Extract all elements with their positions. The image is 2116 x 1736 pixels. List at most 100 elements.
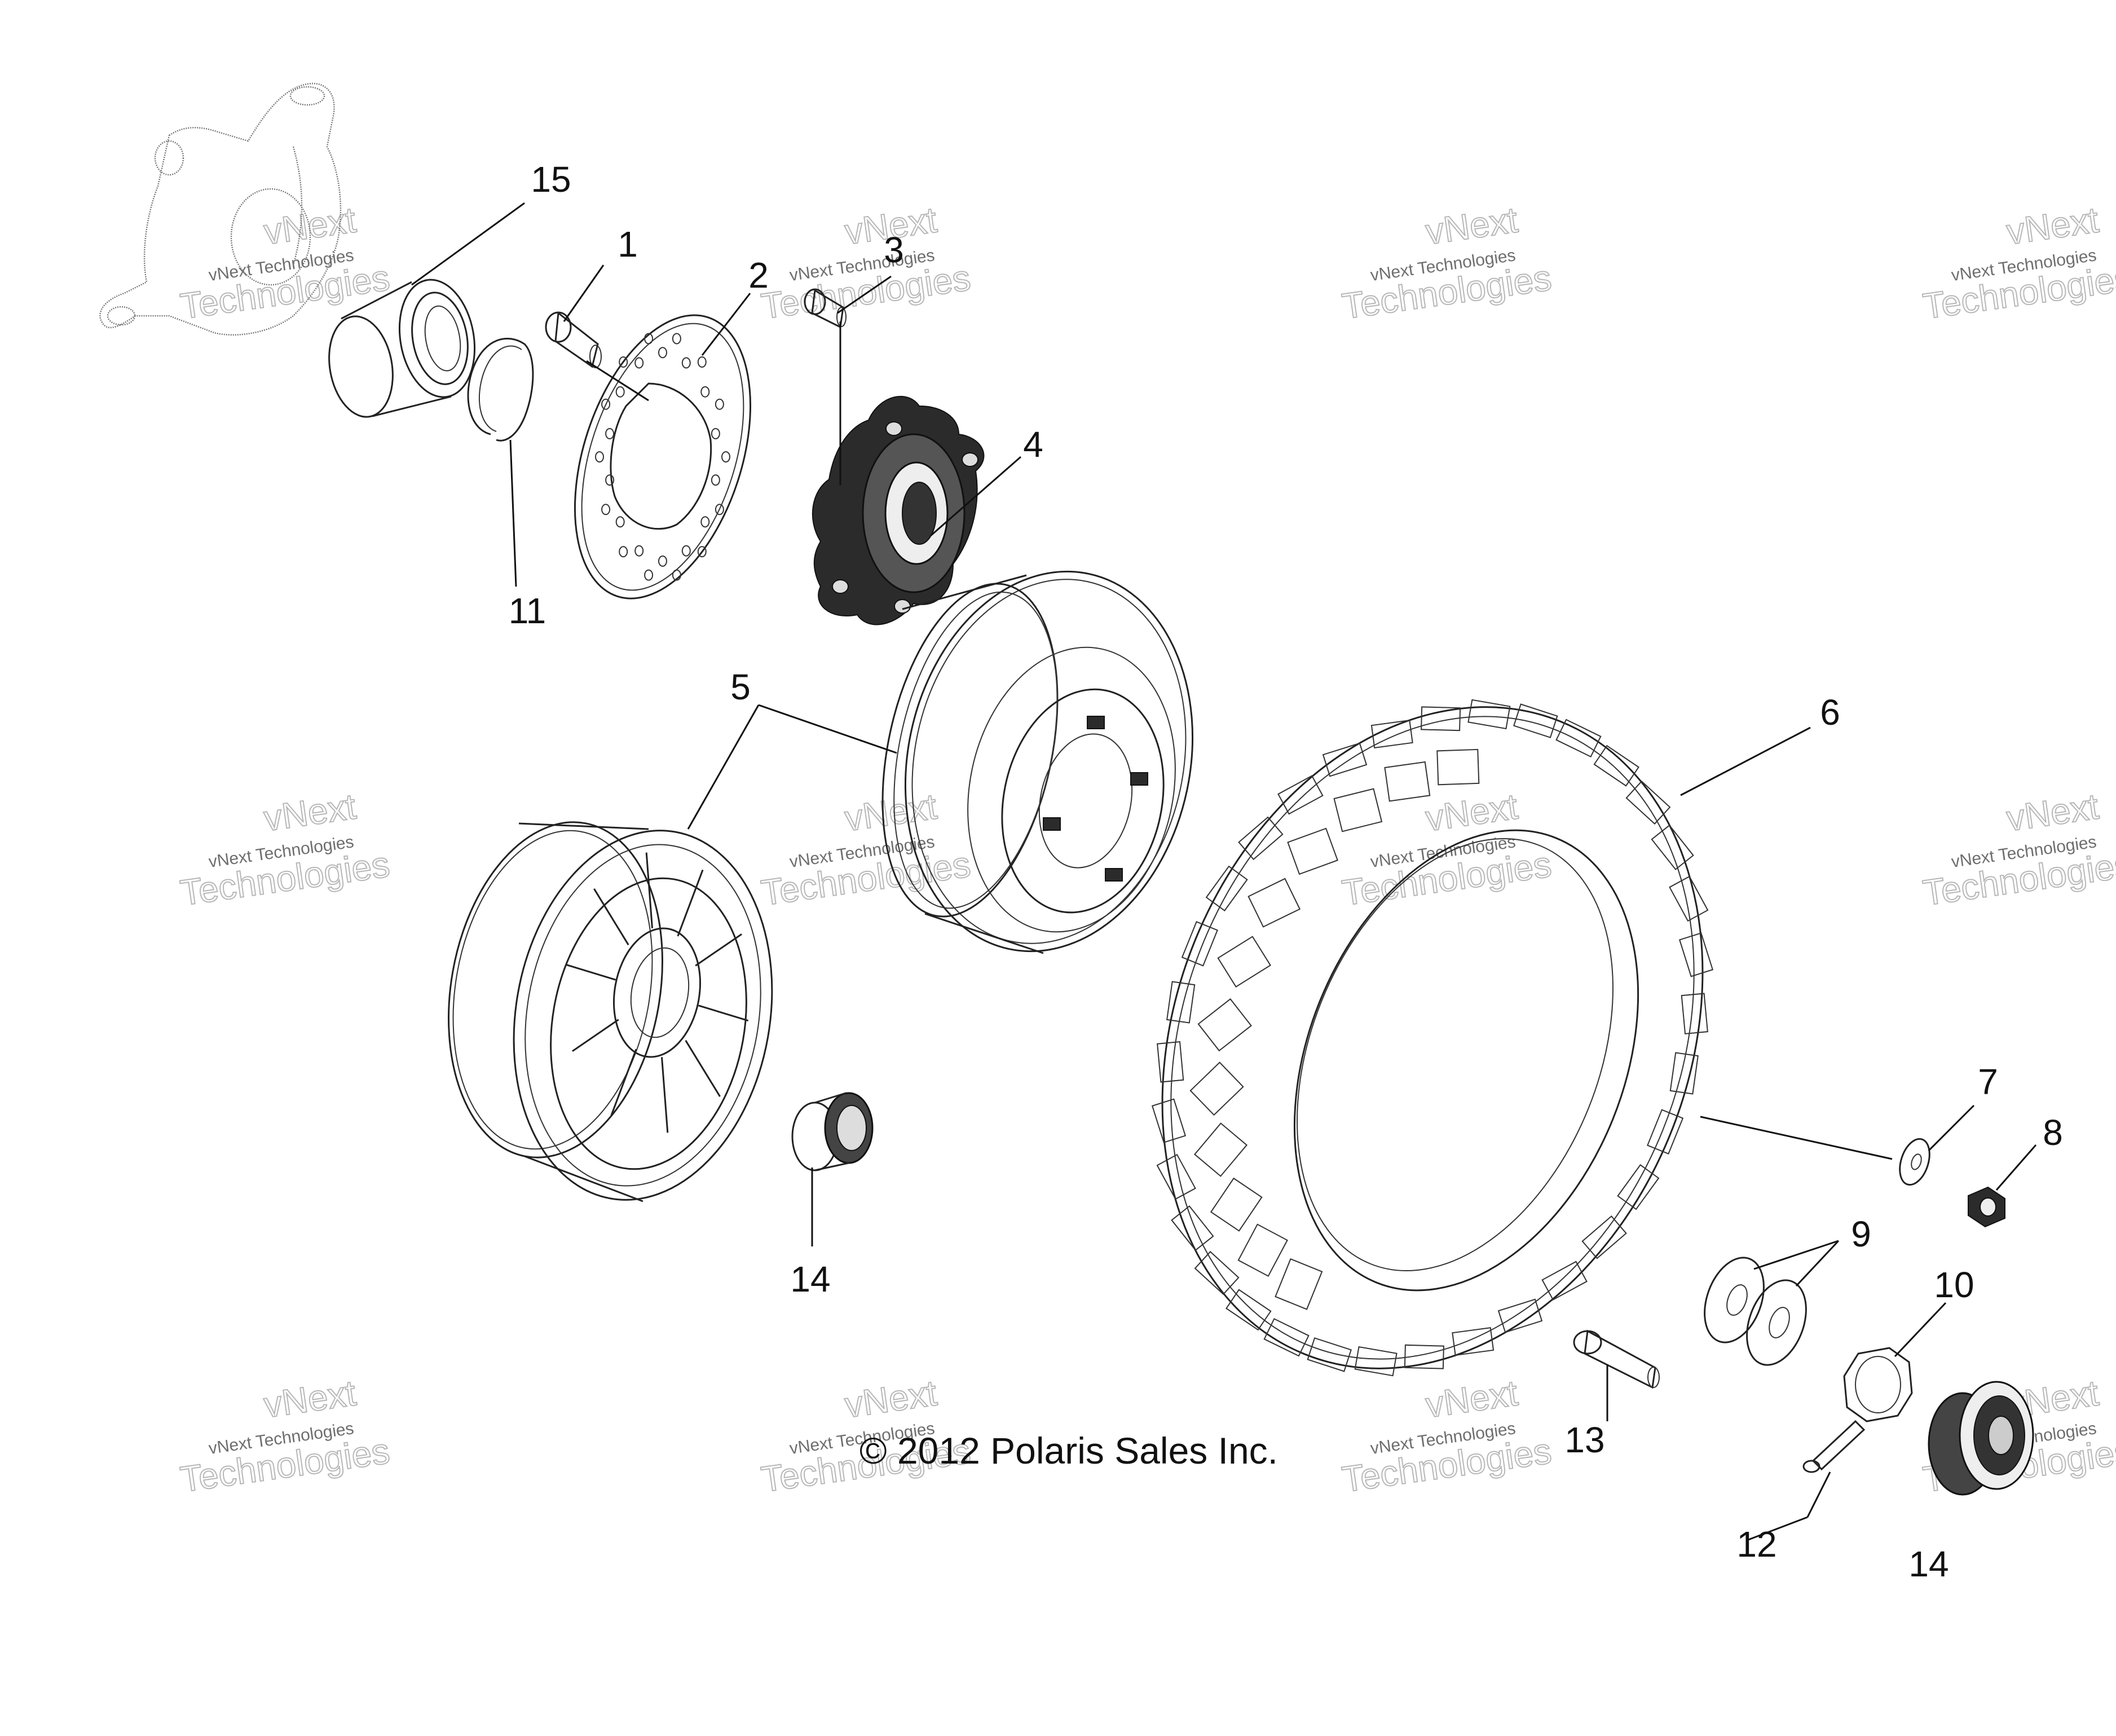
wheel-spoke [698, 1004, 749, 1022]
disc-hole [721, 451, 730, 462]
tread-block [1263, 1318, 1310, 1357]
disc-hole [697, 356, 707, 368]
wheel-spoke [610, 1048, 637, 1116]
tread-block [1194, 1250, 1240, 1296]
tread-block [1651, 824, 1694, 870]
disc-hole [681, 545, 691, 557]
disc-hole [605, 428, 615, 439]
watermark-line1: vNext [2004, 199, 2101, 252]
disc-hole [711, 474, 720, 486]
disc-hole [672, 569, 681, 581]
watermark-line1: vNext [842, 786, 939, 839]
tread-block [1681, 993, 1708, 1034]
disc-hole [615, 386, 625, 398]
castle-nut [1843, 1347, 1913, 1422]
tread-block [1593, 744, 1639, 787]
callout-6: 6 [1820, 692, 1840, 733]
disc-hole [711, 428, 720, 439]
callout-5: 5 [730, 667, 751, 707]
disc-hole [605, 474, 615, 486]
tread-block [1210, 1177, 1263, 1232]
callout-12: 12 [1736, 1524, 1776, 1565]
hub-cap [1928, 1381, 2034, 1496]
wheel-spoke [572, 1019, 619, 1052]
brake-disc [574, 314, 752, 600]
callout-14-hubcap: 14 [1908, 1544, 1949, 1584]
tread-block [1307, 1337, 1352, 1372]
wheel-stud [545, 311, 602, 368]
tread-block [1217, 936, 1272, 988]
disc-hole [644, 333, 654, 345]
callout-7: 7 [1978, 1061, 1998, 1102]
center-cap [791, 1092, 874, 1171]
disc-hole [697, 546, 707, 558]
disc-hole [615, 516, 625, 528]
tread-block [1669, 1052, 1699, 1095]
callout-15: 15 [531, 159, 571, 200]
wheel-spoke [685, 1039, 721, 1097]
tread-block [1541, 1261, 1588, 1301]
callout-1: 1 [618, 224, 638, 265]
tread-block [1156, 1153, 1196, 1200]
cotter-pin [1802, 1420, 1866, 1473]
tread-block [1171, 1205, 1214, 1252]
tread-block [1322, 742, 1368, 777]
disc-hole [658, 555, 667, 567]
disc-hole [715, 504, 724, 515]
tread-block [1513, 703, 1558, 738]
wheel-spoke [645, 852, 653, 928]
tread-block [1189, 1061, 1244, 1116]
tread-block [1669, 875, 1709, 922]
callout-11: 11 [509, 591, 546, 631]
disc-hole [595, 451, 604, 462]
disc-hole [619, 356, 628, 368]
callout-3: 3 [884, 230, 904, 270]
tread-block [1617, 1164, 1660, 1210]
spacer-washers [1704, 1257, 1807, 1366]
tread-block [1678, 932, 1714, 977]
disc-hole [700, 516, 710, 528]
wheel-spoke [677, 869, 704, 937]
tread-block [1193, 1122, 1248, 1177]
tread-block [1238, 816, 1284, 861]
disc-hole [601, 504, 611, 515]
watermark-line1: vNext [2004, 786, 2101, 839]
tread-block [1421, 706, 1461, 732]
tread-block [1237, 1223, 1288, 1277]
flat-washer [1899, 1138, 1930, 1186]
tread-block [1287, 827, 1338, 875]
tread-block [1647, 1109, 1684, 1155]
tire [1151, 699, 1714, 1377]
tread-block [1225, 1289, 1272, 1331]
tread-block [1555, 719, 1602, 758]
steel-wheel [881, 570, 1194, 954]
callout-labels: 1 2 3 4 5 6 7 8 9 10 11 12 13 14 14 15 [509, 159, 2063, 1584]
disc-hole [681, 357, 691, 369]
wheel-spoke [695, 933, 742, 967]
copyright-notice: © 2012 Polaris Sales Inc. [859, 1430, 1278, 1471]
tread-block [1151, 1098, 1187, 1143]
callout-14-cap: 14 [790, 1259, 830, 1299]
watermark-line1: vNext [1423, 199, 1520, 252]
tread-block [1404, 1344, 1444, 1369]
tread-block [1497, 1298, 1543, 1333]
disc-hole [715, 398, 724, 410]
disc-hole [700, 386, 710, 398]
callout-4: 4 [1023, 424, 1043, 465]
wheel-bearing [328, 279, 476, 418]
tread-block [1452, 1327, 1495, 1356]
wheel-spoke [565, 963, 616, 981]
tread-block [1166, 981, 1196, 1024]
leader-lines [411, 202, 2037, 1541]
tread-block [1370, 720, 1413, 748]
